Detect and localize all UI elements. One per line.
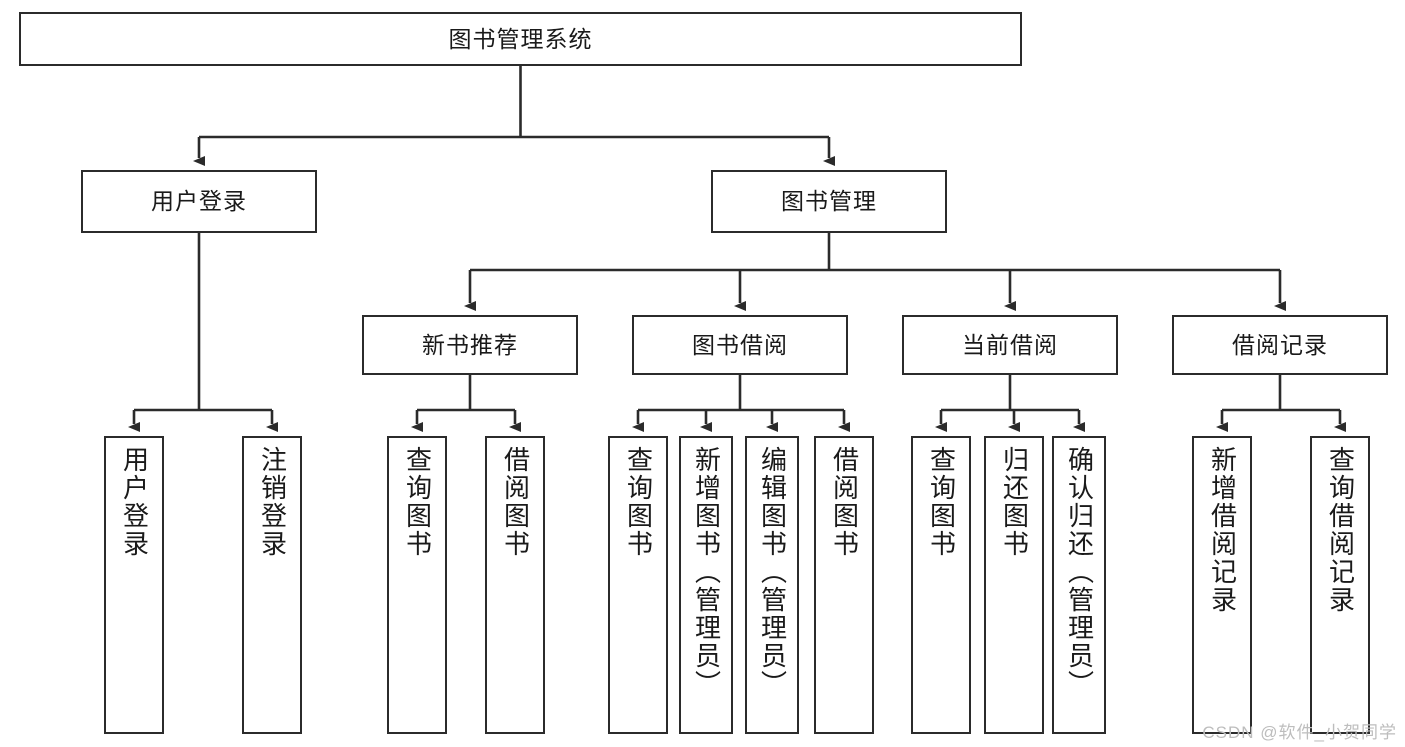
node-leaf-query-book-3-label: 查询图书	[926, 446, 957, 558]
node-leaf-user-login[interactable]: 用户登录	[104, 436, 164, 734]
node-leaf-logout-label: 注销登录	[257, 446, 288, 558]
node-leaf-edit-book[interactable]: 编辑图书（管理员）	[745, 436, 799, 734]
node-leaf-confirm-return[interactable]: 确认归还（管理员）	[1052, 436, 1106, 734]
node-leaf-return-book[interactable]: 归还图书	[984, 436, 1044, 734]
node-leaf-query-book-1-label: 查询图书	[402, 446, 433, 558]
watermark: CSDN @软件_小贺同学	[1202, 723, 1397, 742]
node-book-borrow[interactable]: 图书借阅	[632, 315, 848, 375]
node-leaf-borrow-book-2-label: 借阅图书	[829, 446, 860, 558]
node-leaf-borrow-book-2[interactable]: 借阅图书	[814, 436, 874, 734]
node-leaf-add-record[interactable]: 新增借阅记录	[1192, 436, 1252, 734]
node-borrow-record[interactable]: 借阅记录	[1172, 315, 1388, 375]
node-leaf-add-book-label: 新增图书（管理员）	[691, 446, 722, 698]
node-borrow-record-label: 借阅记录	[1232, 331, 1328, 358]
node-leaf-user-login-label: 用户登录	[119, 446, 150, 558]
node-user-login-label: 用户登录	[151, 188, 247, 215]
node-leaf-return-book-label: 归还图书	[999, 446, 1030, 558]
node-book-manage-label: 图书管理	[781, 188, 877, 215]
node-new-book-rec-label: 新书推荐	[422, 331, 518, 358]
node-book-borrow-label: 图书借阅	[692, 331, 788, 358]
node-leaf-query-record-label: 查询借阅记录	[1325, 446, 1356, 614]
node-leaf-query-record[interactable]: 查询借阅记录	[1310, 436, 1370, 734]
node-book-manage[interactable]: 图书管理	[711, 170, 947, 233]
node-leaf-add-book[interactable]: 新增图书（管理员）	[679, 436, 733, 734]
node-user-login[interactable]: 用户登录	[81, 170, 317, 233]
node-leaf-borrow-book-1-label: 借阅图书	[500, 446, 531, 558]
node-root-label: 图书管理系统	[448, 25, 593, 52]
node-leaf-query-book-3[interactable]: 查询图书	[911, 436, 971, 734]
node-current-borrow[interactable]: 当前借阅	[902, 315, 1118, 375]
node-leaf-query-book-2-label: 查询图书	[623, 446, 654, 558]
node-leaf-borrow-book-1[interactable]: 借阅图书	[485, 436, 545, 734]
node-root[interactable]: 图书管理系统	[19, 12, 1022, 66]
node-leaf-query-book-2[interactable]: 查询图书	[608, 436, 668, 734]
node-leaf-edit-book-label: 编辑图书（管理员）	[757, 446, 788, 698]
node-leaf-logout[interactable]: 注销登录	[242, 436, 302, 734]
node-leaf-add-record-label: 新增借阅记录	[1207, 446, 1238, 614]
node-new-book-rec[interactable]: 新书推荐	[362, 315, 578, 375]
node-leaf-query-book-1[interactable]: 查询图书	[387, 436, 447, 734]
node-leaf-confirm-return-label: 确认归还（管理员）	[1064, 446, 1095, 698]
node-current-borrow-label: 当前借阅	[962, 331, 1058, 358]
